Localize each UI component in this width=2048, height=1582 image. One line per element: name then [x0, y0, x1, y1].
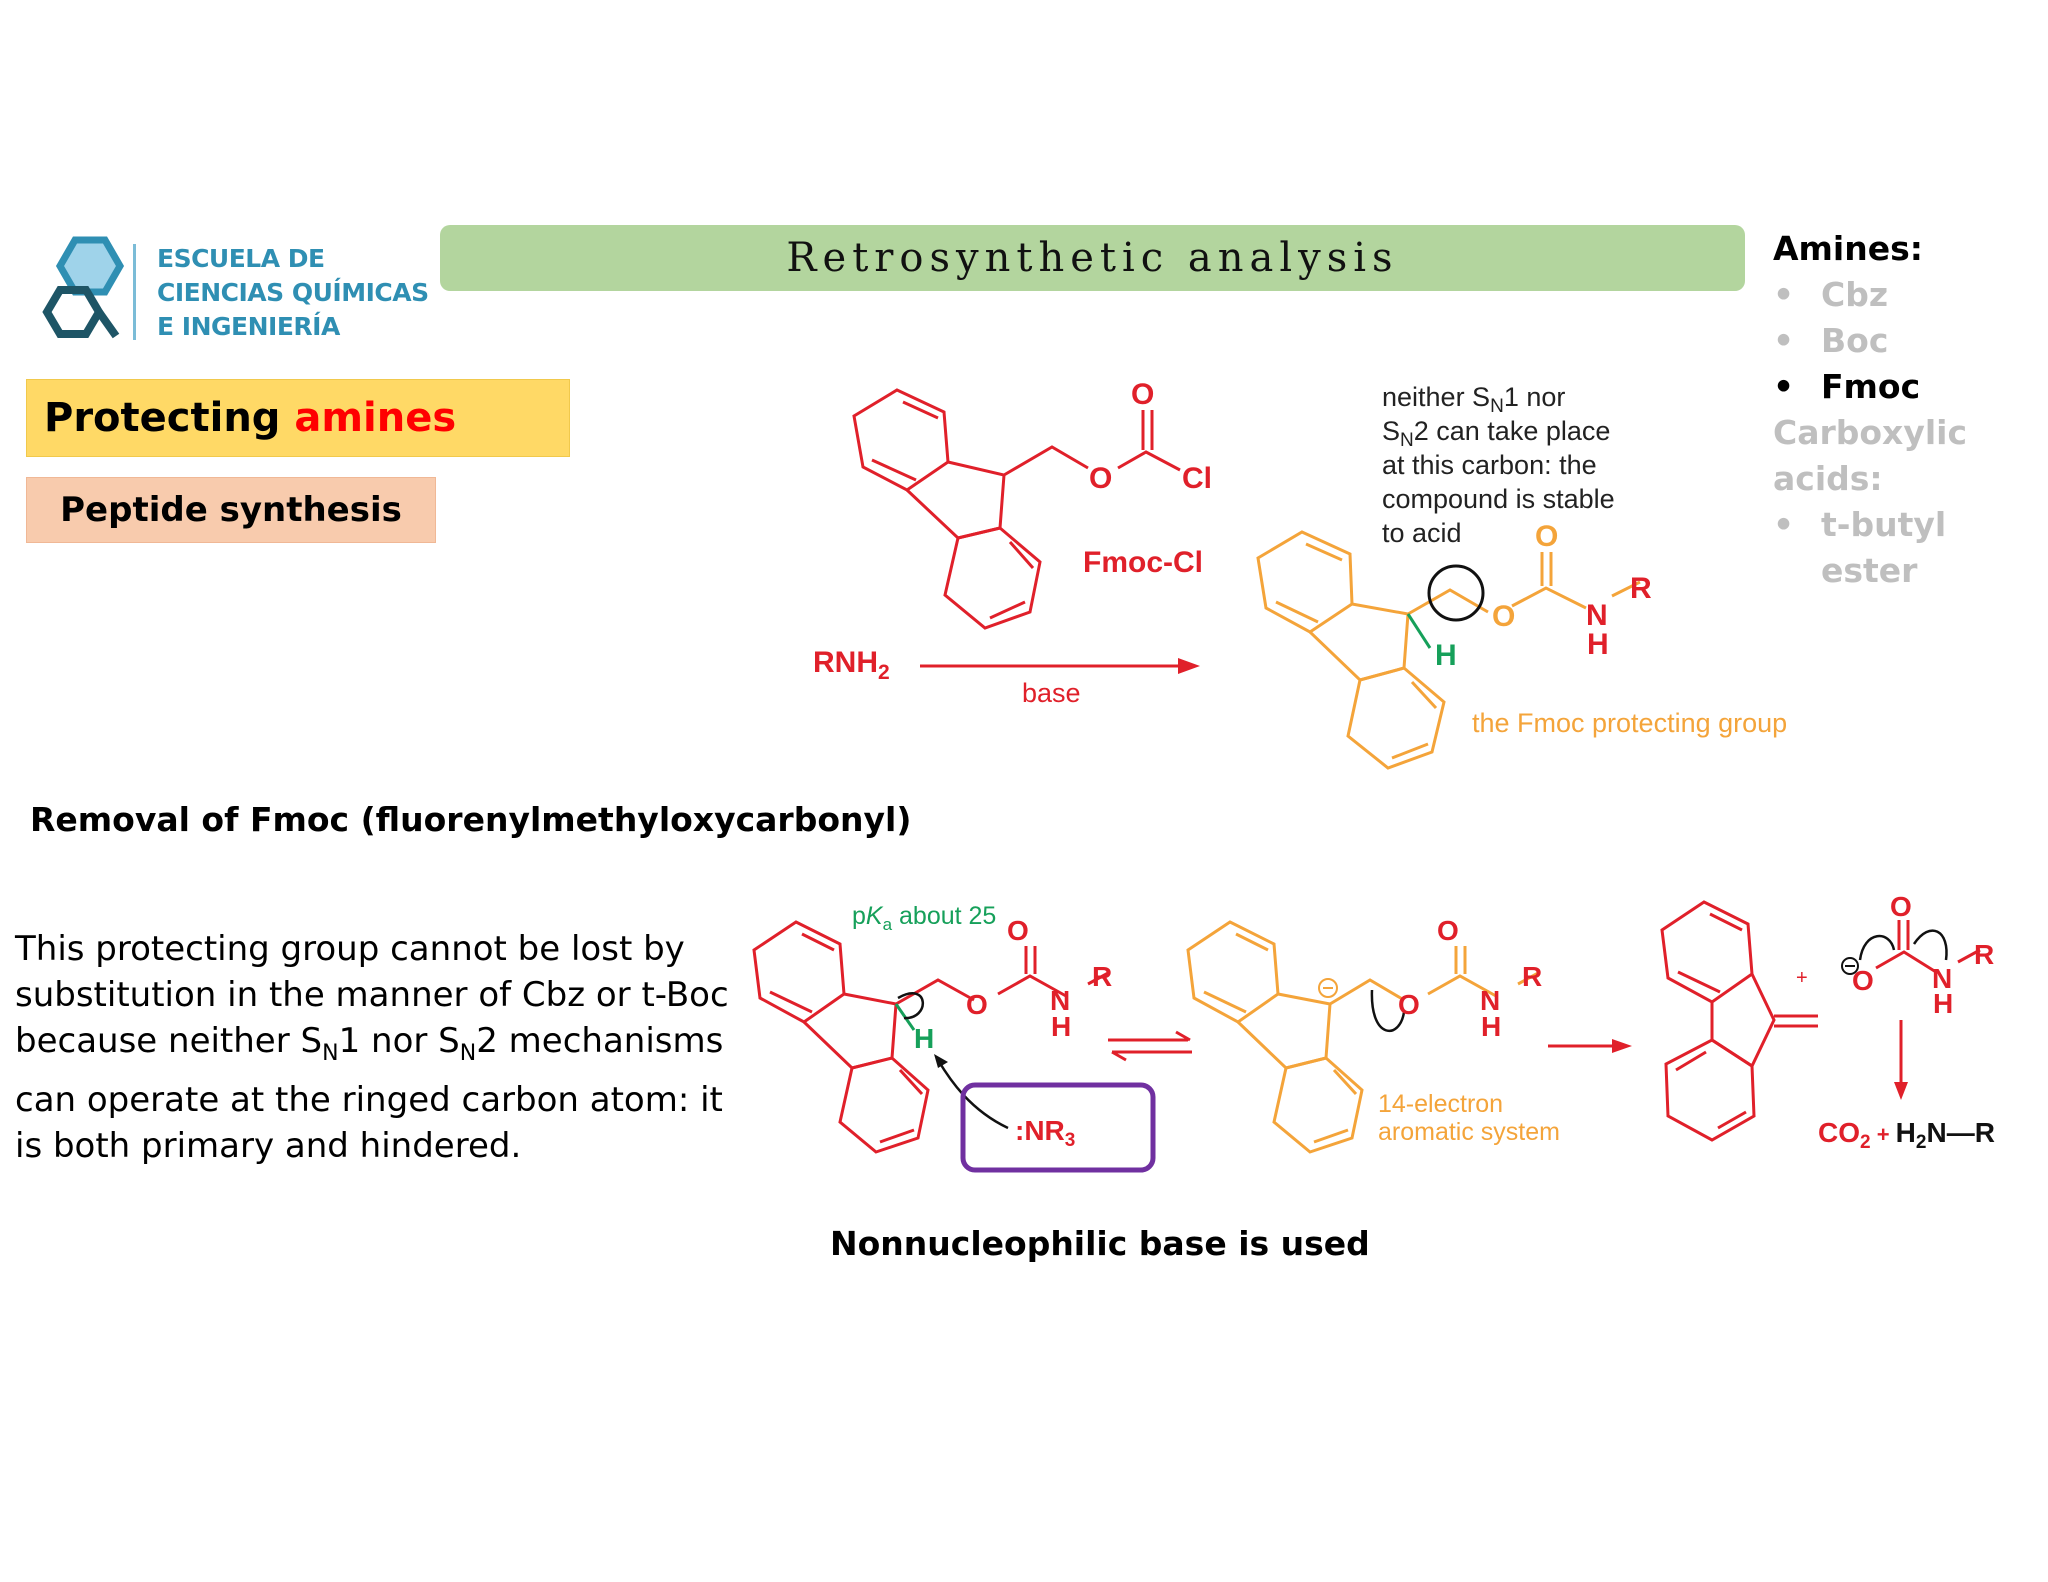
logo-text: ESCUELA DE CIENCIAS QUÍMICAS E INGENIERÍ…	[157, 242, 429, 344]
carbamate-structure	[752, 920, 1111, 1154]
nitrogen-hydrogen: H	[1587, 628, 1609, 661]
acidic-hydrogen: H	[914, 1023, 934, 1054]
carbamate-r: R	[1092, 961, 1112, 992]
carbamate-anion-structure	[1875, 920, 1981, 1088]
carbanion-structure	[1186, 920, 1541, 1154]
carbonyl-oxygen: O	[1535, 520, 1558, 553]
fmoc-cl-o-ester: O	[1089, 462, 1112, 495]
forward-arrowhead	[1612, 1039, 1632, 1053]
fmoc-cl-o-carbonyl: O	[1131, 378, 1154, 411]
amines-heading: Amines:	[1773, 229, 1923, 268]
logo-divider	[133, 244, 136, 340]
carboxylic-acids-heading: Carboxylic acids:	[1773, 413, 1968, 498]
dibenzofulvene-structure	[1660, 900, 1818, 1142]
logo-line-2: CIENCIAS QUÍMICAS	[157, 278, 429, 307]
amines-highlight: amines	[294, 395, 457, 441]
co2-oxygen: O	[1890, 891, 1912, 922]
ester-oxygen: O	[1492, 600, 1515, 633]
curved-arrow-elimination	[1370, 989, 1406, 1033]
hydrogen-atom: H	[1435, 639, 1457, 672]
logo-hexagon-top	[55, 236, 125, 296]
fmoc-cl-structure	[852, 388, 1181, 630]
school-logo	[42, 236, 125, 339]
equilibrium-arrows	[1108, 1030, 1192, 1062]
base-highlight-box	[960, 1082, 1156, 1173]
peptide-label: Peptide synthesis	[60, 490, 402, 530]
anion-nitrogen: N	[1480, 985, 1500, 1016]
amine-reagent: RNH2	[813, 646, 890, 684]
highlight-circle	[1427, 564, 1485, 622]
reaction-arrowhead	[1178, 658, 1200, 674]
fmoc-cl-label: Fmoc-Cl	[1083, 546, 1203, 579]
curved-arrow-base-head	[934, 1054, 948, 1068]
protecting-amines-tag: Protecting amines	[26, 379, 570, 457]
carbamate-ester-oxygen: O	[966, 989, 988, 1020]
explanation-paragraph: This protecting group cannot be lost by …	[15, 926, 735, 1169]
amine-nh: H	[1933, 988, 1953, 1019]
logo-hexagon-bottom	[42, 286, 104, 338]
curved-arrow-co2	[1858, 934, 1896, 961]
pka-label: pKa about 25	[852, 902, 996, 934]
final-products: CO2 + H2N—R	[1818, 1117, 1995, 1153]
curved-arrow-electrons	[897, 992, 925, 1020]
amine-r: R	[1974, 939, 1994, 970]
carbamate-nitrogen: N	[1050, 985, 1070, 1016]
peptide-synthesis-tag: Peptide synthesis	[26, 477, 436, 543]
decomposition-arrowhead	[1894, 1082, 1908, 1100]
topic-t-butyl-ester: t-butyl ester	[1773, 502, 2048, 594]
para-part-3: 2 mechanisms can operate at the ringed c…	[15, 1021, 724, 1166]
plus-sign: +	[1796, 967, 1808, 989]
arrow-label-base: base	[1022, 678, 1081, 708]
base-caption: Nonnucleophilic base is used	[830, 1224, 1370, 1263]
r-group: R	[1630, 572, 1652, 605]
topic-boc: Boc	[1773, 318, 2048, 364]
stability-note: neither SN1 nor SN2 can take place at th…	[1382, 382, 1622, 548]
c-h-bond	[1406, 613, 1432, 649]
para-sub-1: N	[322, 1040, 339, 1066]
topics-sidebar: Amines: Cbz Boc Fmoc Carboxylic acids: t…	[1773, 226, 2048, 594]
page-title: Retrosynthetic analysis	[786, 235, 1399, 281]
fmoc-cl-chlorine: Cl	[1182, 462, 1212, 495]
anion-nh: H	[1481, 1011, 1501, 1042]
anion-oxygen: O	[1852, 965, 1874, 996]
fmoc-amine-structure	[1256, 530, 1641, 770]
carbamate-carbonyl-oxygen: O	[1007, 915, 1029, 946]
carbamate-nh: H	[1051, 1011, 1071, 1042]
title-bar: Retrosynthetic analysis	[440, 225, 1745, 291]
para-part-2: 1 nor S	[338, 1021, 460, 1061]
para-sub-2: N	[459, 1040, 477, 1066]
topic-cbz: Cbz	[1773, 272, 2048, 318]
anion-r: R	[1522, 961, 1542, 992]
logo-line-1: ESCUELA DE	[157, 244, 325, 273]
anion-charge	[1841, 957, 1859, 975]
topic-fmoc: Fmoc	[1773, 364, 2048, 410]
carbanion-charge	[1318, 978, 1338, 998]
removal-heading: Removal of Fmoc (fluorenylmethyloxycarbo…	[30, 800, 912, 839]
logo-line-3: E INGENIERÍA	[157, 312, 340, 341]
anion-carbonyl-oxygen: O	[1437, 915, 1459, 946]
amine-nitrogen: N	[1932, 963, 1952, 994]
curved-arrow-base	[936, 1059, 1009, 1130]
anion-ester-oxygen: O	[1398, 989, 1420, 1020]
protecting-label: Protecting	[44, 395, 295, 441]
carbamate-nitrogen: N	[1586, 599, 1608, 632]
fmoc-group-caption: the Fmoc protecting group	[1472, 708, 1787, 738]
curved-arrow-nitrogen	[1912, 929, 1948, 961]
para-part-1: This protecting group cannot be lost by …	[15, 929, 729, 1061]
base-nr3: :NR3	[1015, 1115, 1075, 1151]
